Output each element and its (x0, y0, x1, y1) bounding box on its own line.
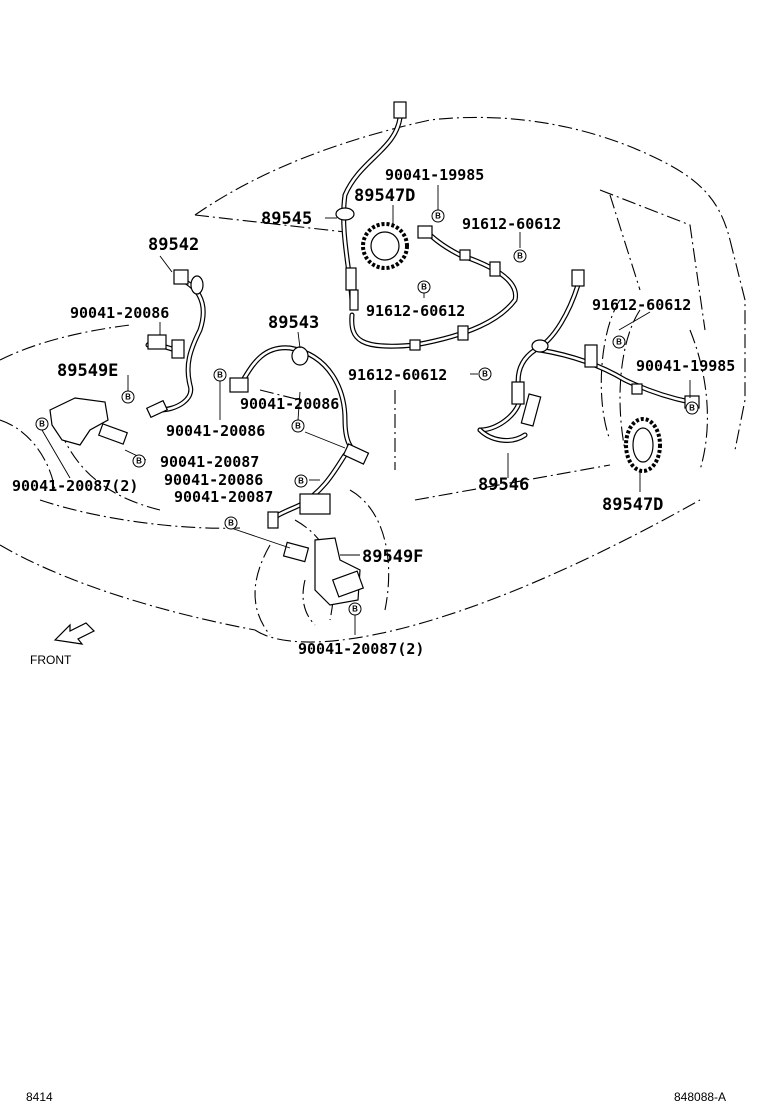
front-arrow-icon (53, 622, 96, 645)
footer-figure-number: 8414 (26, 1090, 53, 1104)
label-91612-60612-a: 91612-60612 (462, 215, 561, 233)
svg-text:B: B (517, 252, 523, 261)
bolt-mark: B (348, 602, 362, 616)
label-90041-20087-b: 90041-20087 (174, 488, 273, 506)
label-89549e: 89549E (57, 361, 118, 381)
svg-text:B: B (482, 370, 488, 379)
label-90041-19985-top: 90041-19985 (385, 166, 484, 184)
label-90041-20086-c: 90041-20086 (166, 422, 265, 440)
label-91612-60612-b: 91612-60612 (366, 302, 465, 320)
leader-lines (41, 185, 691, 635)
footer-drawing-code: 848088-A (674, 1090, 726, 1104)
bolt-mark: B (513, 249, 527, 263)
bracket-89549f (314, 537, 361, 606)
svg-text:B: B (217, 371, 223, 380)
svg-text:B: B (616, 338, 622, 347)
label-89549f: 89549F (362, 547, 423, 567)
bolt-mark: B (478, 367, 492, 381)
label-89545: 89545 (261, 209, 312, 229)
bolt-mark: B (121, 390, 135, 404)
bolt-mark: B (291, 419, 305, 433)
svg-text:B: B (421, 283, 427, 292)
vehicle-body-outline (0, 116, 746, 643)
bolt-mark: B (417, 280, 431, 294)
bolt-mark: B (431, 209, 445, 223)
bracket-89549e (49, 397, 109, 446)
bolt-marks: B B B B B B B B B B B B B B (35, 209, 699, 616)
label-90041-20086-d: 90041-20086 (164, 471, 263, 489)
label-91612-60612-c: 91612-60612 (592, 296, 691, 314)
svg-text:B: B (39, 420, 45, 429)
svg-text:B: B (298, 477, 304, 486)
bolt-mark: B (35, 417, 49, 431)
label-90041-20086-a: 90041-20086 (70, 304, 169, 322)
svg-text:B: B (125, 393, 131, 402)
label-90041-20086-b: 90041-20086 (240, 395, 339, 413)
label-90041-19985-right: 90041-19985 (636, 357, 735, 375)
label-90041-20087-2-bottom: 90041-20087(2) (298, 640, 424, 658)
bolt-mark: B (294, 474, 308, 488)
svg-text:B: B (228, 519, 234, 528)
svg-text:B: B (435, 212, 441, 221)
label-90041-20087-2-left: 90041-20087(2) (12, 477, 138, 495)
label-89547d-bottom: 89547D (602, 495, 663, 515)
svg-text:B: B (295, 422, 301, 431)
bolt-mark: B (224, 516, 238, 530)
label-90041-20087-a: 90041-20087 (160, 453, 259, 471)
part-labels: 89542 89545 89547D 89543 89549E 89546 89… (12, 166, 735, 658)
bolt-mark: B (132, 454, 146, 468)
svg-text:B: B (689, 404, 695, 413)
label-89546: 89546 (478, 475, 529, 495)
svg-text:B: B (352, 605, 358, 614)
label-89547d-top: 89547D (354, 186, 415, 206)
parts (49, 101, 700, 606)
bolt-mark: B (612, 335, 626, 349)
label-89542: 89542 (148, 235, 199, 255)
svg-text:B: B (136, 457, 142, 466)
bolt-mark: B (685, 401, 699, 415)
label-89543: 89543 (268, 313, 319, 333)
front-indicator: FRONT (30, 622, 96, 667)
bolt-mark: B (213, 368, 227, 382)
label-91612-60612-d: 91612-60612 (348, 366, 447, 384)
front-label: FRONT (30, 653, 72, 667)
